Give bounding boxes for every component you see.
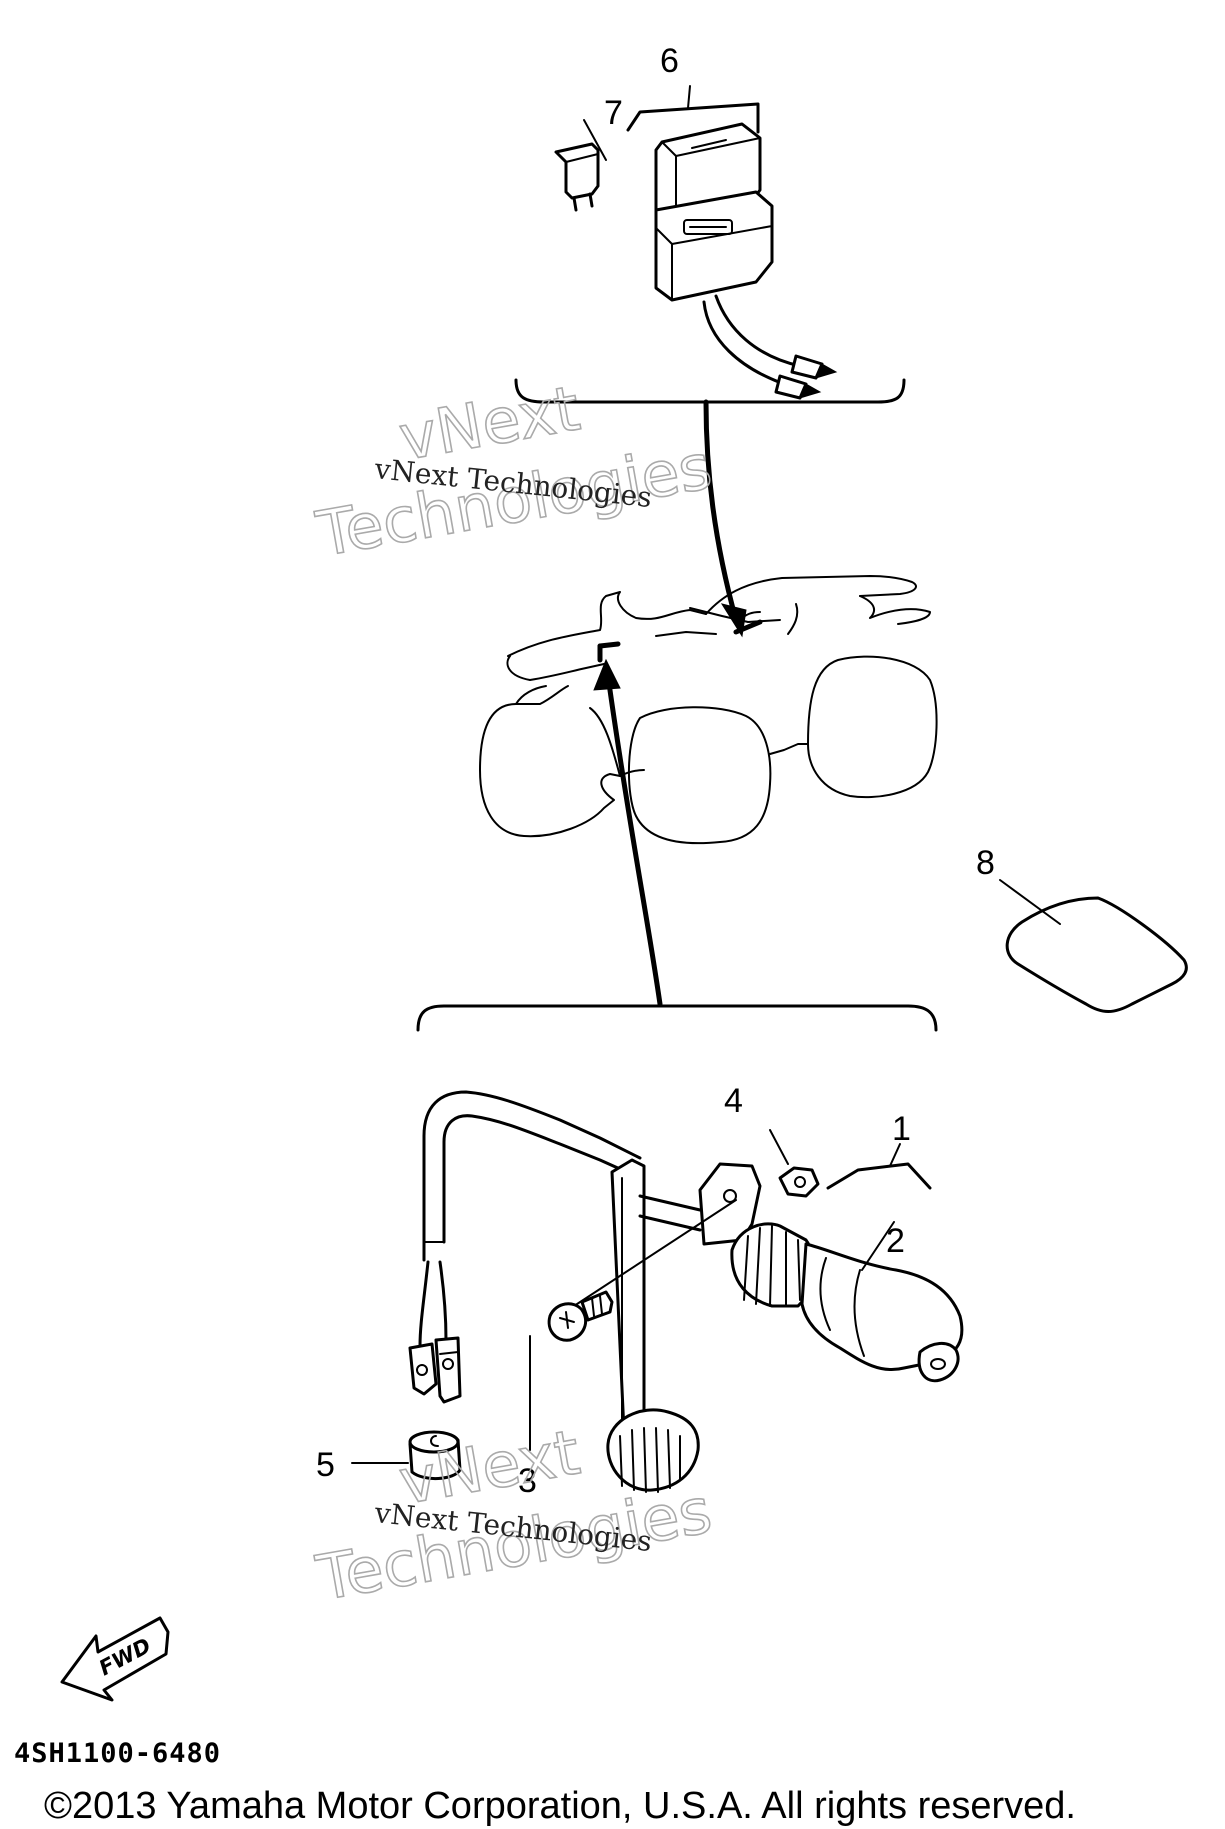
arrow-switch-location bbox=[593, 658, 663, 1007]
callout-7: 7 bbox=[604, 94, 623, 132]
callout-5: 5 bbox=[316, 1446, 335, 1484]
arrow-relay-location bbox=[703, 399, 747, 638]
callout-1-leader bbox=[889, 1143, 901, 1167]
callout-4: 4 bbox=[724, 1082, 743, 1120]
copyright-notice: ©2013 Yamaha Motor Corporation, U.S.A. A… bbox=[44, 1785, 1076, 1827]
grommet bbox=[351, 1430, 462, 1480]
callout-2: 2 bbox=[886, 1222, 905, 1260]
part-code: 4SH1100-6480 bbox=[14, 1738, 221, 1769]
label-plate bbox=[999, 879, 1188, 1013]
relay-assembly bbox=[626, 85, 838, 400]
fuse bbox=[554, 119, 607, 212]
top-group-bracket bbox=[514, 378, 906, 404]
switch-assembly bbox=[408, 1090, 964, 1493]
atv-outline bbox=[479, 575, 938, 845]
bottom-group-bracket bbox=[416, 1004, 938, 1032]
callout-1-bracket bbox=[826, 1162, 932, 1190]
fwd-arrow-icon: FWD bbox=[60, 1616, 170, 1702]
nut bbox=[769, 1129, 820, 1198]
callout-1: 1 bbox=[892, 1110, 911, 1148]
callout-6: 6 bbox=[660, 42, 679, 80]
callout-2-leader bbox=[861, 1221, 895, 1271]
screw bbox=[547, 1199, 737, 1342]
callout-8: 8 bbox=[976, 844, 995, 882]
callout-3: 3 bbox=[518, 1462, 537, 1500]
